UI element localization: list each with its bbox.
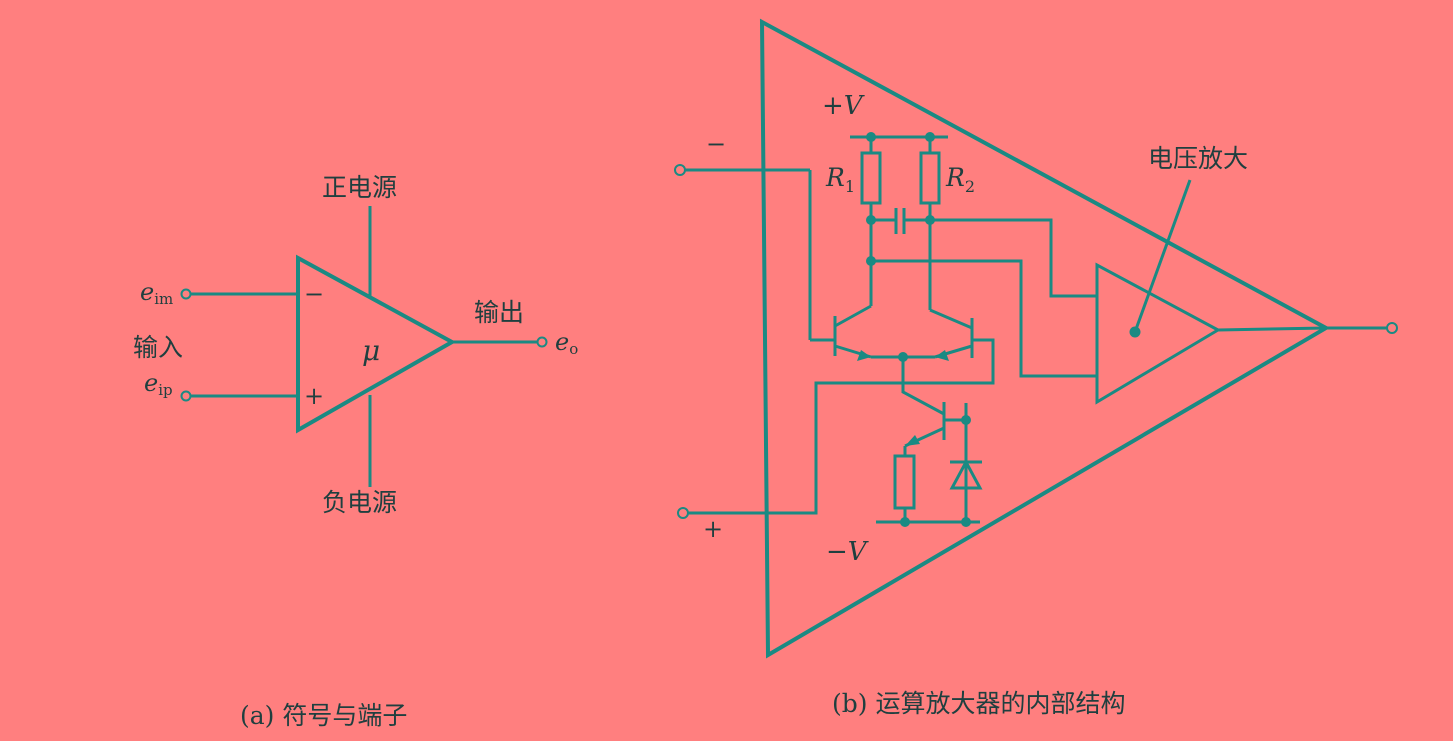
voltage-amp-output: [1217, 326, 1327, 332]
node-dot: [961, 517, 971, 527]
r2-label: R2: [945, 163, 975, 196]
q1-collector: [834, 304, 872, 328]
caption-a: (a) 符号与端子: [240, 701, 407, 730]
diff-output-wire-upper: [930, 218, 1097, 298]
pos-rail-label: +V: [822, 91, 865, 121]
caption-b: (b) 运算放大器的内部结构: [832, 689, 1125, 718]
opamp-triangle-a: [296, 254, 457, 434]
neg-supply-label: 负电源: [322, 488, 397, 517]
noninverting-input-terminal-b: [677, 507, 689, 519]
node-dot: [900, 517, 910, 527]
diff-output-wire-lower: [871, 259, 1097, 378]
zener-diode: [949, 458, 983, 490]
opamp-triangle-b: [759, 18, 1331, 659]
pos-supply-label: 正电源: [322, 173, 397, 202]
e-ip-label: eip: [144, 369, 173, 399]
node-dot: [866, 215, 876, 225]
q2-emitter-arrow: [935, 350, 949, 361]
e-ip-terminal: [180, 390, 192, 402]
e-o-terminal: [536, 336, 548, 348]
plus-sign-b: +: [703, 515, 723, 543]
panel-a-symbol: 正电源 负电源 输入 输出 − + μ eim eip eo (a) 符号与端子: [133, 173, 578, 730]
noninverting-input-wire: [688, 338, 995, 515]
e-o-label: eo: [555, 328, 578, 358]
e-im-terminal: [180, 288, 192, 300]
resistor-r2: [919, 151, 941, 205]
panel-b-internal: +V −V − + R1 R2 电压放大 (b) 运算放大器的内部结构: [674, 18, 1398, 718]
e-im-label: eim: [140, 278, 173, 308]
minus-sign-b: −: [706, 130, 726, 158]
plus-sign-a: +: [304, 382, 324, 410]
q3-emitter-arrow: [905, 435, 920, 446]
resistor-r1: [860, 151, 882, 205]
minus-sign-a: −: [304, 280, 324, 308]
gain-symbol: μ: [362, 334, 380, 367]
q1-emitter-arrow: [857, 350, 871, 361]
neg-rail-label: −V: [826, 537, 869, 567]
tail-wire: [901, 357, 945, 416]
output-label: 输出: [474, 298, 524, 327]
voltage-amp-pointer: [1133, 179, 1192, 333]
q2-collector: [929, 308, 973, 330]
voltage-amp-label: 电压放大: [1148, 144, 1248, 173]
voltage-amp-triangle: [1095, 262, 1222, 405]
emitter-resistor: [893, 454, 916, 510]
output-terminal-b: [1386, 322, 1398, 334]
input-label: 输入: [133, 333, 183, 362]
inverting-input-terminal-b: [674, 164, 686, 176]
r1-label: R1: [825, 163, 855, 196]
